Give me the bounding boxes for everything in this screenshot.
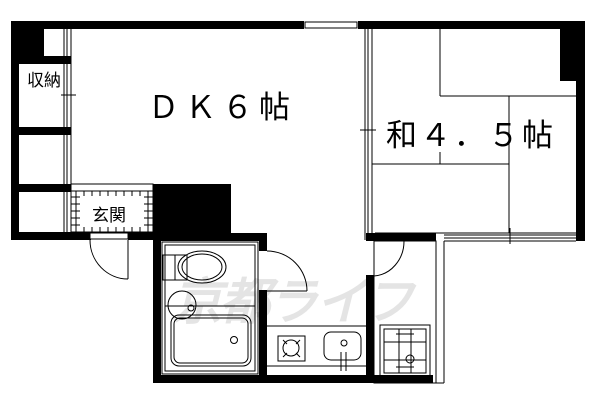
room-label-dk: ＤＫ６帖 bbox=[148, 90, 296, 126]
entrance-label: 玄関 bbox=[90, 201, 128, 226]
room-label-washitsu: 和４．５帖 bbox=[386, 118, 556, 154]
storage-label: 収納 bbox=[27, 71, 61, 91]
